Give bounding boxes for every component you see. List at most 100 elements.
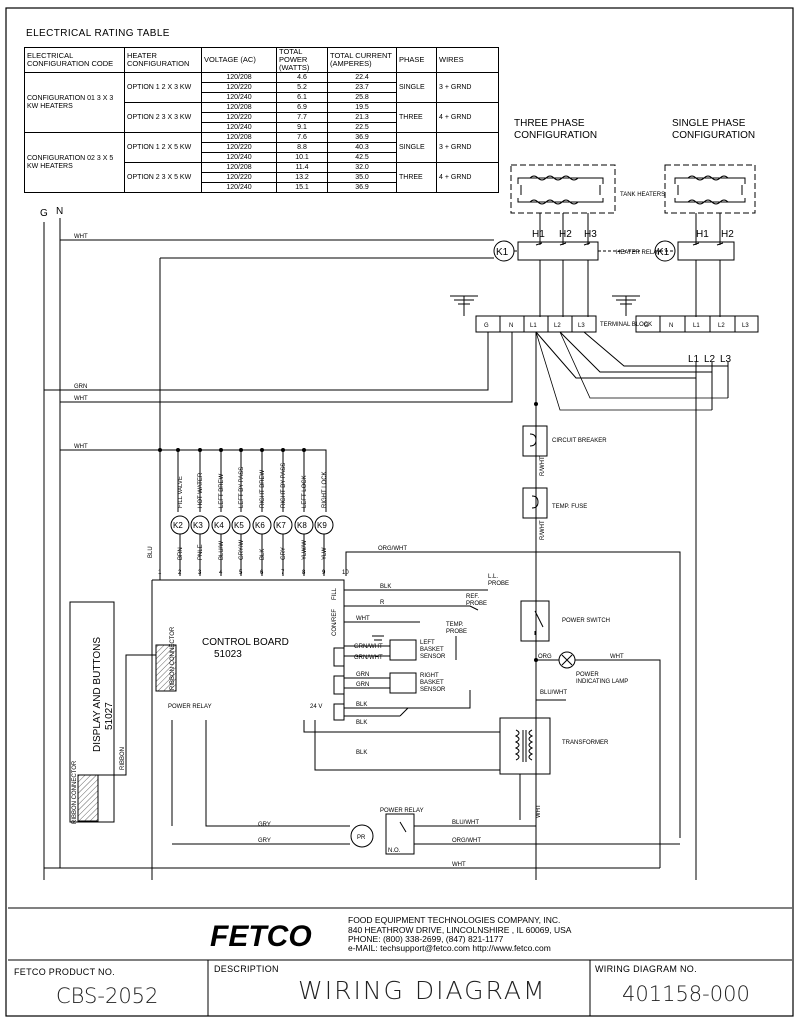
grn-wire [44,332,489,391]
display-number: 51027 [104,702,115,730]
k1-label: K1 [496,247,509,258]
wire-label: GRN [74,384,87,390]
single-phase-heater-box [664,164,756,214]
con-ref-label: CON/REF [332,609,338,636]
pin-label: 2 [178,570,182,576]
heater-element [529,199,579,205]
power-lamp-label: INDICATING LAMP [576,679,628,685]
wire-label: GRN [356,682,369,688]
wire-label: GRN/WHT [354,644,383,650]
wire-label: BLK [356,702,367,708]
supply-label: L3 [720,354,732,365]
three-phase-title: CONFIGURATION [514,130,597,141]
temp-fuse-label: TEMP. FUSE [552,504,587,510]
heater-lead-label: H3 [584,229,597,240]
power-relay-contact [385,813,415,855]
wire-label: GRN [356,672,369,678]
company-name: FOOD EQUIPMENT TECHNOLOGIES COMPANY, INC… [348,915,560,925]
product-no-value: CBS-2052 [56,984,159,1008]
temp-probe-label: TEMP. [446,622,464,628]
wire-label: ORG [538,654,552,660]
product-no-label: FETCO PRODUCT NO. [14,967,115,977]
relay-wire-color: BLK [260,549,266,560]
heater-element [687,175,729,181]
control-board-number: 51023 [214,649,242,660]
wire-label: WHT [356,616,370,622]
pin-label: 10 [342,570,349,576]
heater-relay-to-block [539,260,721,317]
table-header-cell: WIRES [436,47,499,73]
wire-label: WHT [74,444,88,450]
transformer-label: TRANSFORMER [562,740,609,746]
relay-function-label: RIGHT BREW [260,469,266,508]
heater-element [529,175,579,181]
wire-label: BLU/WHT [452,820,479,826]
relay-wire-color: GRY/W [239,539,245,560]
ribbon-connector-label: RIBBON CONNECTOR [170,626,176,690]
relay-function-label: RIGHT BY-PASS [281,463,287,508]
three-phase-heater-box [510,164,616,214]
display-label: DISPLAY AND BUTTONS [92,637,103,752]
single-phase-title: SINGLE PHASE [672,118,746,129]
terminal-label: L1 [693,323,700,329]
description-label: DESCRIPTION [214,964,279,974]
wire-label: BLK [380,584,391,590]
relay-function-label: LEFT BY-PASS [239,467,245,508]
relay-coil-id: K6 [255,521,265,530]
temp-probe-label: PROBE [446,629,467,635]
left-basket-label: SENSOR [420,654,446,660]
k1-label: K1 [657,247,670,258]
rating-table-title: ELECTRICAL RATING TABLE [26,28,170,39]
24v-label: 24 V [310,704,322,710]
relay-function-label: RIGHT LOCK [322,471,328,508]
terminal-block-label: TERMINAL BLOCK [600,322,652,328]
terminal-label: L3 [578,323,585,329]
relay-coil-id: K3 [193,521,203,530]
description-value: WIRING DIAGRAM [298,976,547,1005]
wire-label: BLK [356,750,367,756]
left-basket-sensor [389,639,417,661]
wires-cell: 4 + GRND [436,162,499,193]
wire-label: BLU/WHT [540,690,567,696]
heater-element [687,199,729,205]
supply-line-routing [535,331,728,379]
control-board-label: CONTROL BOARD [202,637,289,648]
power-switch-label: POWER SWITCH [562,618,610,624]
power-relay-conn-label: POWER RELAY [168,704,212,710]
wire-label: BLU [148,546,154,558]
heater-option-cell: OPTION 1 2 X 3 KW [124,72,202,103]
relay-wire-color: BLU/W [219,541,225,560]
relay-wire-color: YLW [322,547,328,560]
tank-heaters-label: TANK HEATERS [620,192,665,198]
terminal-label: L2 [718,323,725,329]
wire-label: GRN/WHT [354,655,383,661]
wire-label: GRY [258,838,271,844]
electrical-rating-table: ELECTRICAL CONFIGURATION CODE HEATER CON… [24,47,499,193]
phase-cell: SINGLE [396,132,437,163]
supply-label: L1 [688,354,700,365]
ground-symbol [450,295,478,316]
heater-leads [539,213,721,245]
single-phase-heater-coil [674,177,746,203]
terminal-block-single-phase [635,315,759,333]
fill-label: FILL [332,587,338,600]
heater-lead-label: H1 [696,229,709,240]
ref-probe-label: PROBE [466,601,487,607]
diagram-no-value: 401158-000 [622,982,750,1006]
pin-label: 1 [158,570,162,576]
wire-label: GRY [258,822,271,828]
control-board-outline [152,579,345,710]
phase-cell: SINGLE [396,72,437,103]
pin-label: 7 [281,570,285,576]
relay-function-label: LEFT LOCK [302,475,308,508]
right-basket-label: BASKET [420,680,444,686]
diagram-no-label: WIRING DIAGRAM NO. [595,964,697,974]
ll-probe-label: PROBE [488,581,509,587]
pin-label: 5 [239,570,243,576]
heater-lead-label: H2 [559,229,572,240]
relay-coil-id: K4 [214,521,224,530]
